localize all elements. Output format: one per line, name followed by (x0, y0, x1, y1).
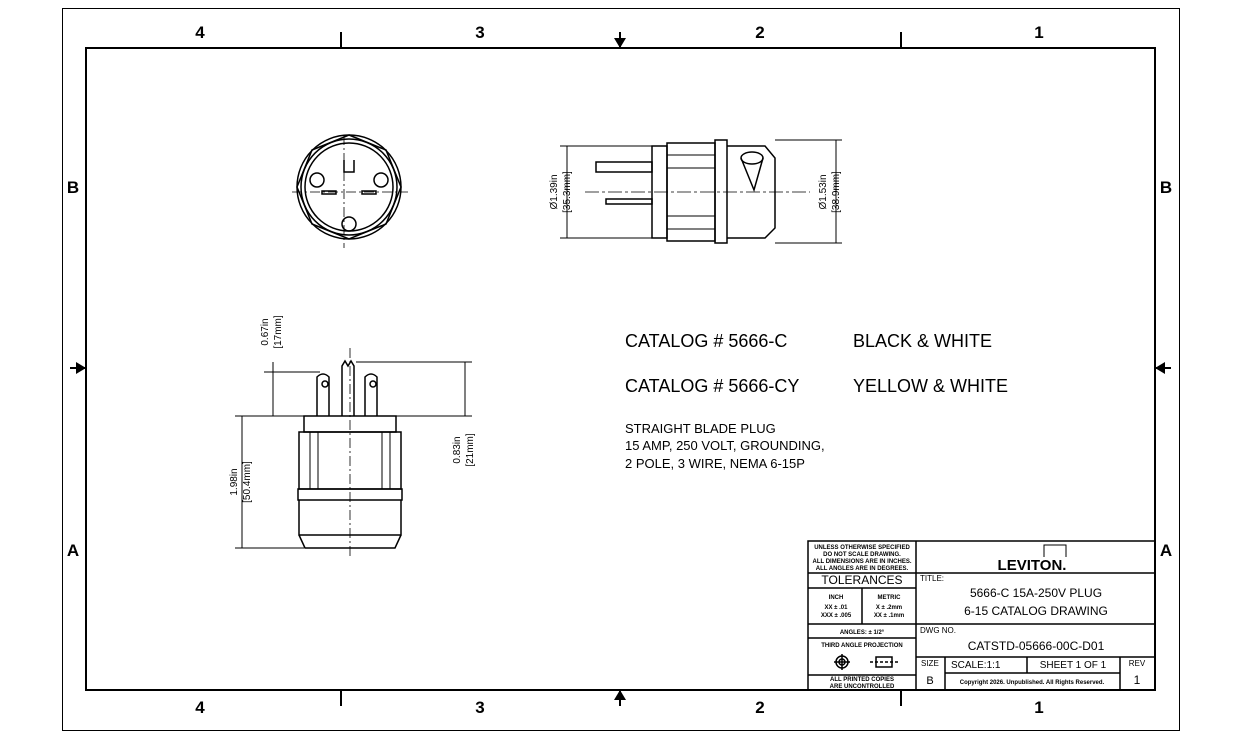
description-line: STRAIGHT BLADE PLUG (625, 421, 776, 436)
third-angle-projection-icon (834, 654, 898, 670)
projection-label: THIRD ANGLE PROJECTION (821, 643, 902, 649)
rev-label: REV (1129, 659, 1146, 668)
plug-bottom-view (235, 348, 472, 558)
zone-label: B (67, 178, 79, 197)
zone-label: A (1160, 541, 1172, 560)
size-value: B (926, 675, 933, 687)
description-line: 2 POLE, 3 WIRE, NEMA 6-15P (625, 456, 805, 471)
zone-label: 4 (195, 23, 205, 42)
copyright: Copyright 2026. Unpublished. All Rights … (960, 680, 1105, 686)
dimension-blade: 0.67in (260, 318, 271, 345)
zone-label: 1 (1034, 23, 1043, 42)
catalog-number-1: CATALOG # 5666-C (625, 331, 787, 351)
zone-label: A (67, 541, 79, 560)
center-arrows (76, 38, 1165, 700)
size-label: SIZE (921, 659, 939, 668)
zone-label: 3 (475, 698, 484, 717)
inch-tolerance: XX ± .01 (825, 605, 849, 611)
metric-tolerance: X ± .2mm (876, 605, 902, 611)
sheet-number: SHEET 1 OF 1 (1040, 660, 1107, 671)
catalog-number-2: CATALOG # 5666-CY (625, 376, 799, 396)
general-note: UNLESS OTHERWISE SPECIFIED (814, 545, 910, 551)
dimension-length-mm: [50.4mm] (242, 461, 253, 503)
leviton-logo: LEVITON. (998, 544, 1067, 574)
dimension-body-diameter-mm: [35.3mm] (562, 171, 573, 213)
svg-text:LEVITON.: LEVITON. (998, 557, 1067, 574)
dimension-length: 1.98in (229, 468, 240, 495)
inch-tolerance: XXX ± .005 (821, 613, 852, 619)
angles-tolerance: ANGLES: ± 1/2° (840, 630, 885, 636)
zone-label: B (1160, 178, 1172, 197)
outer-border (62, 8, 1180, 731)
dimension-ground: 0.83in (452, 436, 463, 463)
general-note: ALL ANGLES ARE IN DEGREES. (816, 566, 909, 572)
title-line: 5666-C 15A-250V PLUG (970, 586, 1102, 600)
color-1: BLACK & WHITE (853, 331, 992, 351)
general-note: ALL DIMENSIONS ARE IN INCHES. (812, 559, 911, 565)
color-2: YELLOW & WHITE (853, 376, 1008, 396)
title-line: 6-15 CATALOG DRAWING (964, 604, 1108, 618)
printed-copies-note: ALL PRINTED COPIES (830, 677, 894, 683)
printed-copies-note: ARE UNCONTROLLED (830, 684, 895, 690)
tolerances-label: TOLERANCES (821, 573, 902, 587)
description-line: 15 AMP, 250 VOLT, GROUNDING, (625, 438, 825, 453)
dimension-ground-mm: [21mm] (465, 433, 476, 467)
metric-tolerance: XX ± .1mm (874, 613, 904, 619)
dimension-blade-mm: [17mm] (273, 315, 284, 349)
zone-label: 2 (755, 698, 764, 717)
metric-label: METRIC (878, 595, 902, 601)
zone-label: 3 (475, 23, 484, 42)
zone-label: 4 (195, 698, 205, 717)
dimension-collar-diameter: Ø1.53in (818, 174, 829, 209)
zone-label: 2 (755, 23, 764, 42)
title-label: TITLE: (920, 574, 944, 583)
plug-front-view (292, 134, 408, 248)
rev-value: 1 (1134, 673, 1141, 687)
general-note: DO NOT SCALE DRAWING. (823, 552, 901, 558)
title-block-grid (807, 540, 1156, 691)
dimension-collar-diameter-mm: [38.9mm] (831, 171, 842, 213)
dimension-body-diameter: Ø1.39in (549, 174, 560, 209)
scale: SCALE:1:1 (951, 660, 1001, 671)
plug-side-view (560, 139, 842, 244)
inch-label: INCH (829, 595, 844, 601)
dwg-no-label: DWG NO. (920, 626, 956, 635)
zone-label: 1 (1034, 698, 1043, 717)
dwg-no: CATSTD-05666-00C-D01 (968, 639, 1105, 653)
